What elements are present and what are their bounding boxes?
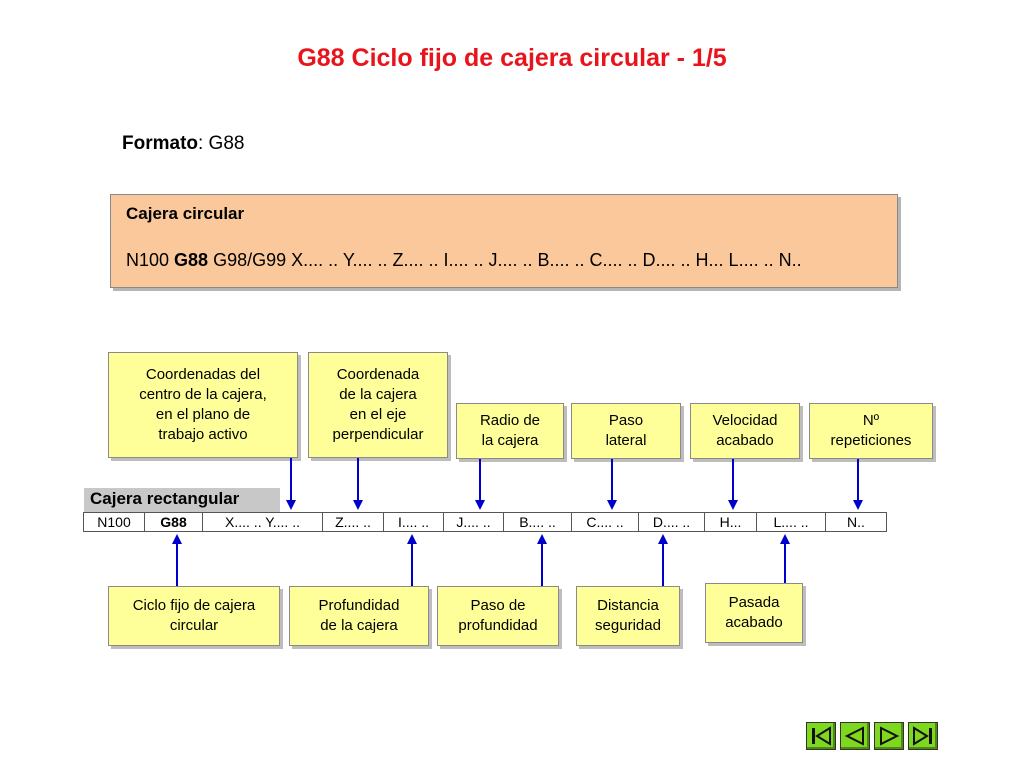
last-glyph <box>913 726 932 746</box>
first-glyph <box>812 726 831 746</box>
formato-line: Formato: G88 <box>122 133 244 155</box>
table-cell: X.... .. Y.... .. <box>203 513 323 531</box>
table-cell: C.... .. <box>572 513 639 531</box>
note-coordenadas-centro: Coordenadas del centro de la cajera, en … <box>108 352 298 458</box>
page-title: G88 Ciclo fijo de cajera circular - 1/5 <box>297 44 727 72</box>
format-box-syntax: N100 G88 G98/G99 X.... .. Y.... .. Z....… <box>126 250 802 271</box>
syntax-prefix: N100 <box>126 250 175 270</box>
note-repeticiones: Nº repeticiones <box>809 403 933 459</box>
note-paso-profundidad: Paso de profundidad <box>437 586 559 646</box>
formato-label: Formato <box>122 133 198 154</box>
table-cell: Z.... .. <box>323 513 384 531</box>
note-pasada-acabado: Pasada acabado <box>705 583 803 643</box>
table-header: Cajera rectangular <box>84 488 280 512</box>
previous-glyph <box>844 726 864 746</box>
table-cell: N100 <box>84 513 145 531</box>
note-velocidad-acabado: Velocidad acabado <box>690 403 800 459</box>
note-radio: Radio de la cajera <box>456 403 564 459</box>
note-paso-lateral: Paso lateral <box>571 403 681 459</box>
nav-controls <box>806 722 938 750</box>
table-cell: I.... .. <box>384 513 444 531</box>
formato-value: : G88 <box>198 133 245 154</box>
table-cell: B.... .. <box>504 513 572 531</box>
table-cell: G88 <box>145 513 203 531</box>
table-cell: D.... .. <box>639 513 705 531</box>
table-cell: H... <box>705 513 757 531</box>
note-ciclo-fijo: Ciclo fijo de cajera circular <box>108 586 280 646</box>
first-icon[interactable] <box>806 722 836 750</box>
note-coordenada-perpendicular: Coordenada de la cajera en el eje perpen… <box>308 352 448 458</box>
next-icon[interactable] <box>874 722 904 750</box>
syntax-code: G88 <box>174 250 209 270</box>
table-cell: L.... .. <box>757 513 826 531</box>
last-icon[interactable] <box>908 722 938 750</box>
note-distancia-seguridad: Distancia seguridad <box>576 586 680 646</box>
table-cell: J.... .. <box>444 513 504 531</box>
table-cell: N.. <box>826 513 887 531</box>
syntax-params: G98/G99 X.... .. Y.... .. Z.... .. I....… <box>208 250 802 270</box>
syntax-table-row: N100 G88 X.... .. Y.... .. Z.... .. I...… <box>83 512 887 532</box>
next-glyph <box>880 726 900 746</box>
format-box-title: Cajera circular <box>126 204 245 223</box>
format-box: Cajera circular N100 G88 G98/G99 X.... .… <box>110 194 898 288</box>
note-profundidad: Profundidad de la cajera <box>289 586 429 646</box>
previous-icon[interactable] <box>840 722 870 750</box>
